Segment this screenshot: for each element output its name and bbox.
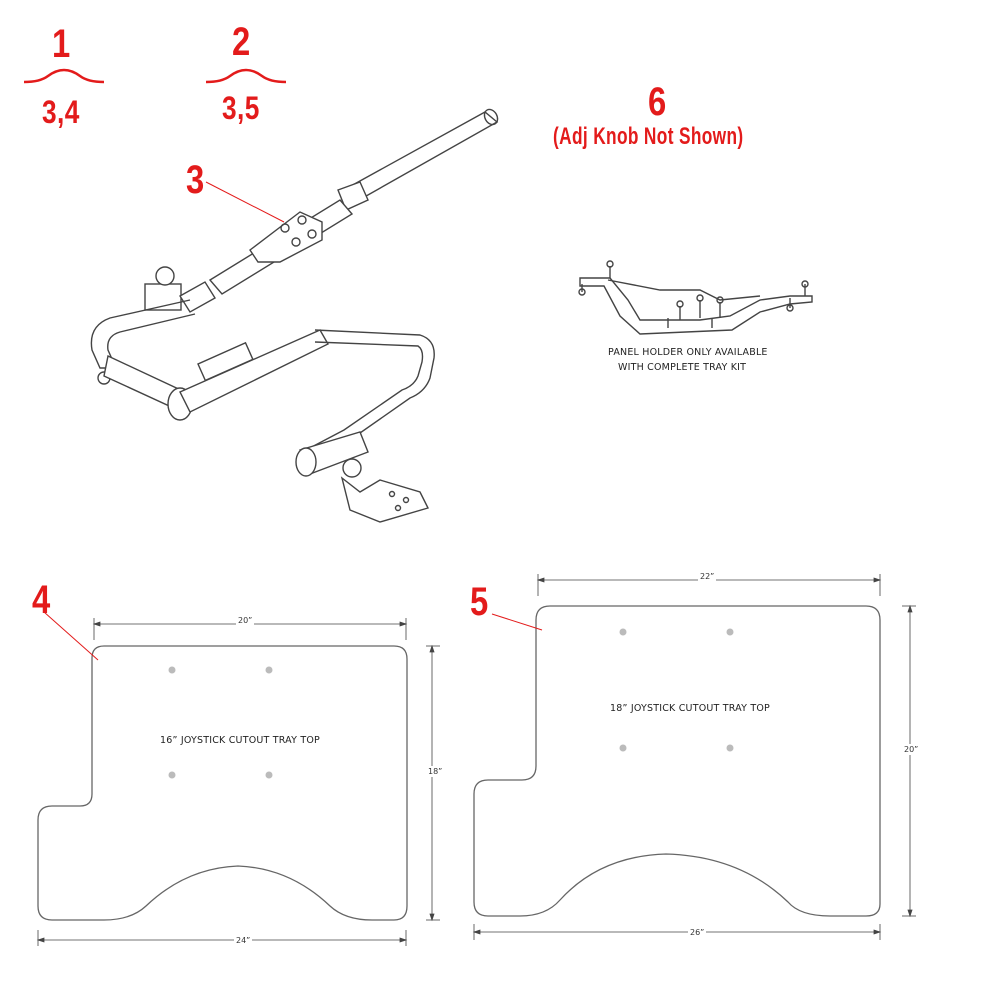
panel-holder-drawing <box>578 260 813 335</box>
tray-18-dim-bottom: 26” <box>688 928 707 937</box>
arm-assembly <box>90 108 499 523</box>
tray-16-holes <box>168 666 273 779</box>
leader-3 <box>205 181 285 223</box>
tray-18-outline <box>473 605 881 917</box>
leader-4 <box>43 611 99 661</box>
tray-16-label: 16” JOYSTICK CUTOUT TRAY TOP <box>160 735 320 746</box>
tray-18-holes <box>619 628 734 752</box>
leader-5 <box>491 613 543 631</box>
tray-18-label: 18” JOYSTICK CUTOUT TRAY TOP <box>610 703 770 714</box>
callout-2: 2 <box>232 20 251 64</box>
callout-3: 3 <box>186 158 205 202</box>
panel-holder-caption-2: WITH COMPLETE TRAY KIT <box>618 362 747 373</box>
tray-16-dim-top: 20” <box>236 616 255 625</box>
callout-2-sub: 3,5 <box>222 90 260 126</box>
brace-2 <box>205 68 287 84</box>
tray-16-dim-bottom: 24” <box>234 936 253 945</box>
callout-1-sub: 3,4 <box>42 94 80 130</box>
tray-16-dim-side: 18” <box>428 766 443 777</box>
tray-16-dimensions <box>36 618 440 946</box>
callout-6: 6 <box>648 80 667 124</box>
callout-5: 5 <box>470 580 489 624</box>
callout-1: 1 <box>52 22 71 66</box>
callout-4: 4 <box>32 578 51 622</box>
panel-holder-caption-1: PANEL HOLDER ONLY AVAILABLE <box>608 347 768 358</box>
brace-1 <box>23 68 105 84</box>
callout-6-note: (Adj Knob Not Shown) <box>553 123 744 150</box>
tray-16-outline <box>37 645 408 921</box>
tray-18-dim-top: 22” <box>698 572 717 581</box>
tray-18-dim-side: 20” <box>904 744 919 755</box>
